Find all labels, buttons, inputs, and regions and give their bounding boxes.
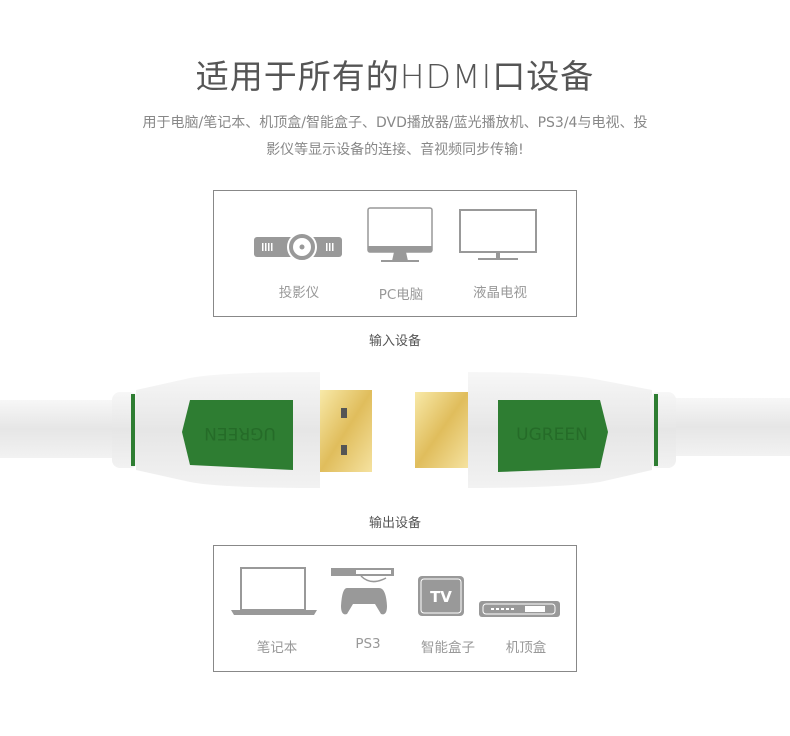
device-label-set-top-box: 机顶盒 (505, 640, 547, 656)
input-devices-box: 投影仪 PC电脑 液晶电视 (213, 190, 577, 317)
gamepad-icon (331, 568, 394, 615)
set-top-box-icon (479, 601, 560, 617)
projector-icon (254, 232, 342, 262)
output-devices-box: TV 笔记本 PS3 智能盒子 机顶盒 (213, 545, 577, 672)
monitor-icon (367, 207, 433, 262)
device-label-smart-box: 智能盒子 (421, 640, 475, 656)
hdmi-cable-image: UGREEN UGREEN (0, 372, 790, 488)
device-label-laptop: 笔记本 (256, 640, 298, 656)
device-label-projector: 投影仪 (278, 285, 320, 301)
device-label-lcd-tv: 液晶电视 (473, 285, 527, 301)
laptop-icon (231, 567, 317, 615)
tv-icon (459, 209, 537, 260)
brand-logo-left: UGREEN (204, 423, 276, 443)
page-title: 适用于所有的HDMI口设备 (195, 57, 595, 96)
smart-box-icon: TV (418, 576, 464, 616)
input-devices-caption: 输入设备 (368, 334, 421, 349)
description: 用于电脑/笔记本、机顶盒/智能盒子、DVD播放器/蓝光播放机、PS3/4与电视、… (90, 110, 700, 164)
device-label-pc: PC电脑 (378, 287, 424, 303)
output-devices-caption: 输出设备 (368, 516, 421, 531)
tv-badge: TV (430, 588, 452, 606)
description-line-2: 影仪等显示设备的连接、音视频同步传输! (266, 142, 524, 158)
device-label-ps3: PS3 (355, 636, 381, 652)
description-line-1: 用于电脑/笔记本、机顶盒/智能盒子、DVD播放器/蓝光播放机、PS3/4与电视、… (142, 115, 648, 131)
brand-logo-right: UGREEN (516, 425, 588, 445)
